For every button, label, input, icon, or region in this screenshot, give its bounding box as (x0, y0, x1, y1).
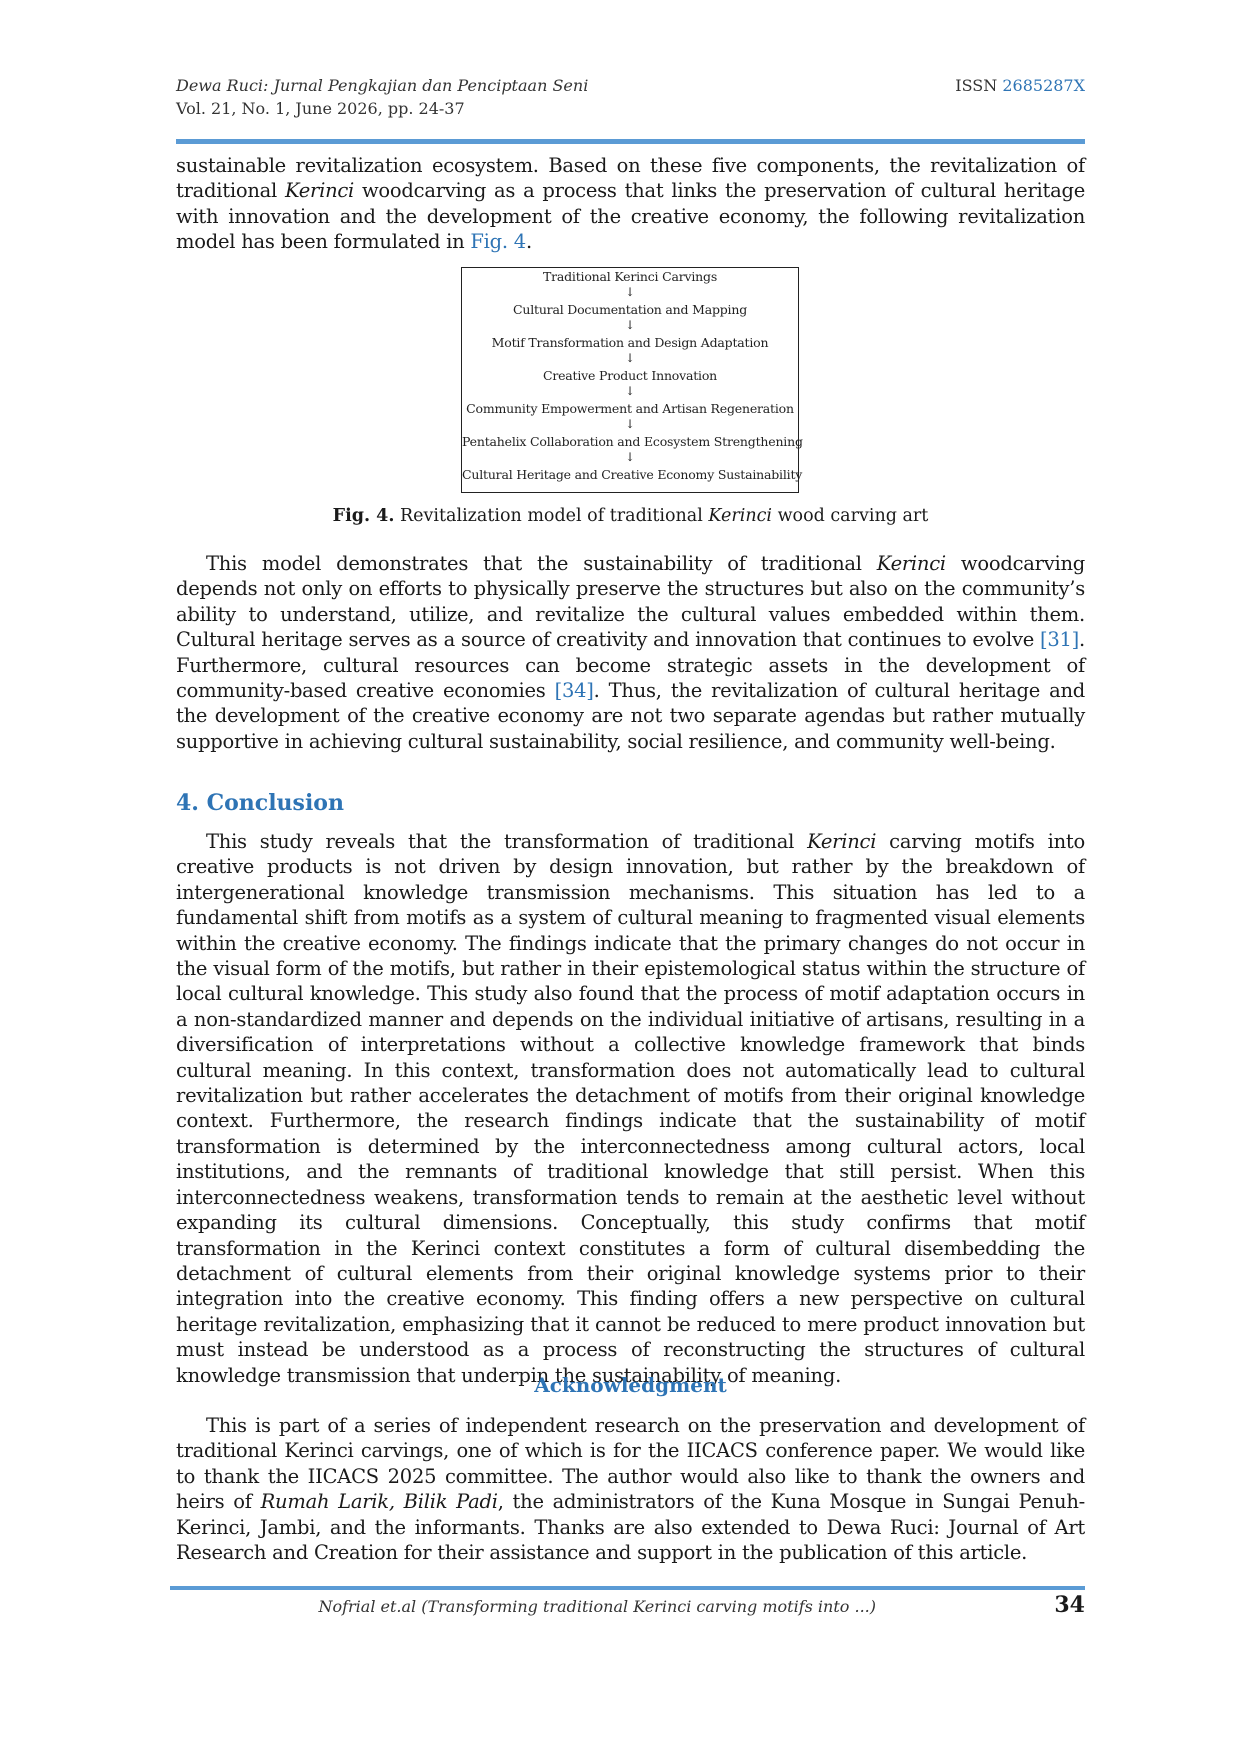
figure-step-2: Cultural Documentation and Mapping (512, 302, 747, 317)
figure-arrow-5: ↓ (624, 417, 636, 431)
issn-label: ISSN (955, 76, 1003, 95)
conclusion-paragraph: This study reveals that the transformati… (176, 829, 1085, 1388)
model-paragraph: This model demonstrates that the sustain… (176, 551, 1085, 754)
intro-text-2: woodcarving as a process that links the … (176, 179, 1086, 254)
intro-text-1: sustainable revitalization ecosystem. Ba… (176, 154, 1085, 203)
figure-step-6: Pentahelix Collaboration and Ecosystem S… (462, 434, 803, 449)
figure-arrow-4: ↓ (624, 384, 636, 398)
figure-arrow-6: ↓ (624, 450, 636, 464)
issn: ISSN 2685287X (955, 76, 1085, 95)
journal-title: Dewa Ruci: Jurnal Pengkajian dan Pencipt… (176, 76, 589, 95)
figure-step-3: Motif Transformation and Design Adaptati… (491, 335, 769, 350)
header-rule (176, 139, 1085, 144)
model-text-3: . Furthermore, cultural resources can be… (176, 628, 1085, 703)
ref-34-link[interactable]: [34] (554, 679, 594, 703)
caption-label: Fig. 4. (332, 506, 395, 526)
conclusion-kerinci: Kerinci (807, 830, 877, 853)
model-kerinci: Kerinci (876, 552, 946, 575)
conclusion-text-1: This study reveals that the transformati… (206, 830, 808, 853)
figure-arrow-2: ↓ (624, 318, 636, 332)
caption-kerinci: Kerinci (708, 506, 772, 526)
conclusion-text-2: carving motifs into creative products is… (176, 830, 1085, 1387)
figure-caption: Fig. 4. Revitalization model of traditio… (176, 506, 1085, 526)
footer-rule (170, 1586, 1085, 1590)
figure-arrow-1: ↓ (624, 285, 636, 299)
issn-number[interactable]: 2685287X (1002, 76, 1085, 95)
acknowledgment-text-2: , the administrators of the Kuna Mosque … (176, 1490, 1085, 1565)
caption-text-1: Revitalization model of traditional (394, 506, 709, 526)
figure-step-4: Creative Product Innovation (542, 368, 718, 383)
figure-step-1: Traditional Kerinci Carvings (542, 269, 718, 284)
intro-text-3: . (525, 230, 532, 254)
figure-arrow-3: ↓ (624, 351, 636, 365)
journal-volume: Vol. 21, No. 1, June 2026, pp. 24-37 (176, 99, 465, 118)
model-text-2: woodcarving depends not only on efforts … (176, 552, 1085, 652)
page-number: 34 (1054, 1592, 1085, 1618)
model-text-4: . Thus, the revitalization of cultural h… (176, 679, 1085, 753)
intro-paragraph: sustainable revitalization ecosystem. Ba… (176, 153, 1085, 255)
fig-4-link[interactable]: Fig. 4 (470, 230, 526, 254)
figure-step-7: Cultural Heritage and Creative Economy S… (462, 467, 803, 482)
acknowledgment-paragraph: This is part of a series of independent … (176, 1413, 1085, 1565)
model-text-1: This model demonstrates that the sustain… (206, 552, 877, 575)
conclusion-heading: 4. Conclusion (176, 790, 344, 816)
revitalization-model-figure: Traditional Kerinci Carvings ↓ Cultural … (461, 267, 803, 493)
footer-citation: Nofrial et.al (Transforming traditional … (318, 1597, 876, 1616)
intro-kerinci: Kerinci (284, 179, 355, 203)
caption-text-2: wood carving art (772, 506, 929, 526)
acknowledgment-text-1: This is part of a series of independent … (176, 1414, 1085, 1514)
ref-31-link[interactable]: [31] (1040, 628, 1080, 652)
acknowledgment-places: Rumah Larik, Bilik Padi (260, 1490, 498, 1514)
figure-step-5: Community Empowerment and Artisan Regene… (466, 401, 794, 416)
acknowledgment-heading: Acknowledgment (534, 1373, 727, 1397)
